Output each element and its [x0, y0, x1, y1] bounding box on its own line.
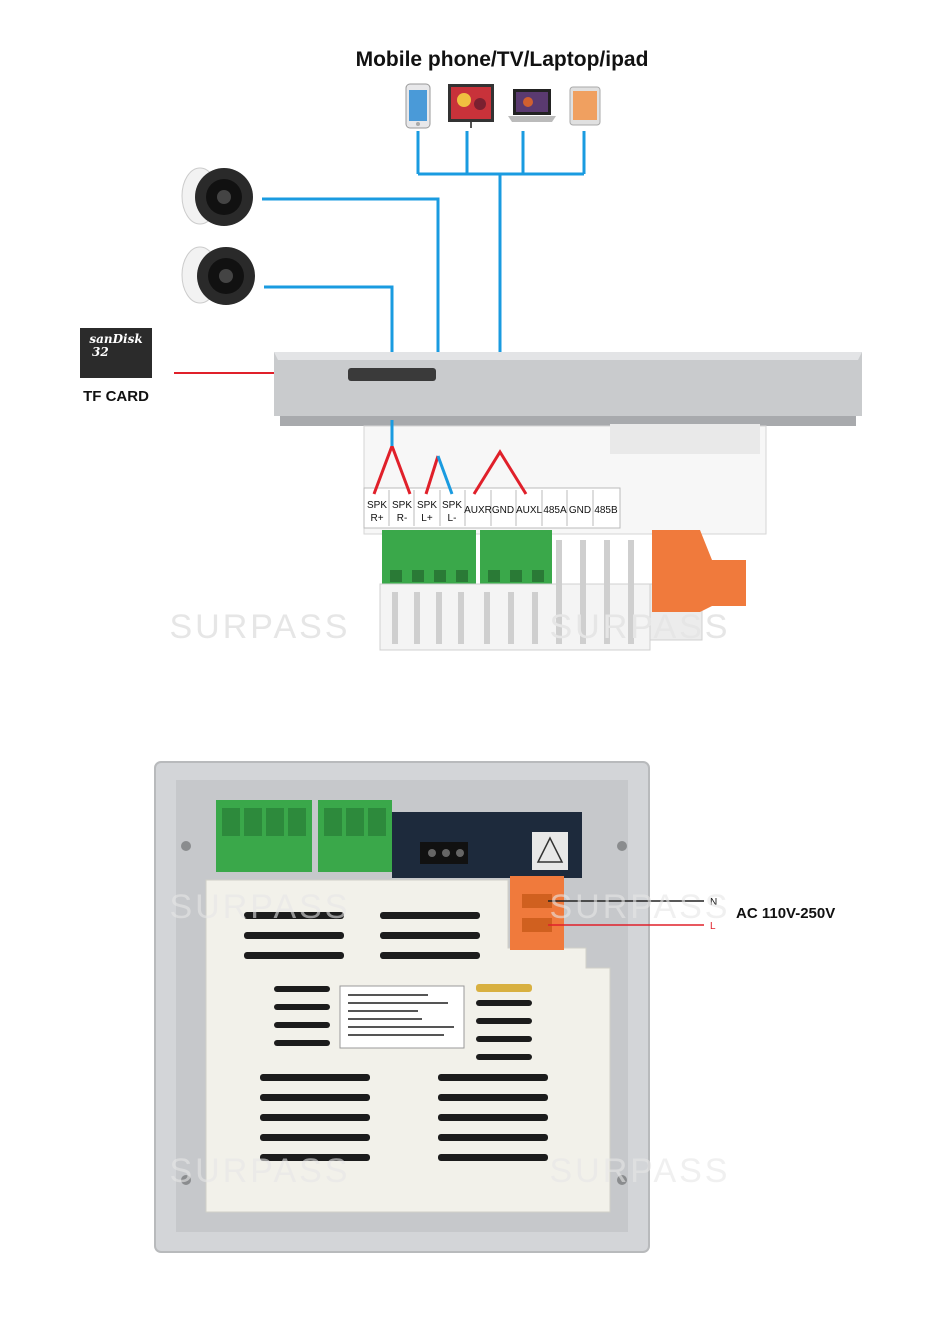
amplifier-back-view	[154, 761, 650, 1253]
watermark: SURPASS	[550, 608, 731, 646]
amplifier-side-view	[274, 352, 862, 651]
svg-text:GND: GND	[492, 505, 514, 516]
watermark: SURPASS	[170, 1152, 351, 1190]
speaker-icon	[181, 246, 255, 305]
svg-text:L+: L+	[421, 513, 433, 524]
speaker-icon	[181, 167, 253, 226]
watermark: SURPASS	[170, 888, 351, 926]
svg-text:SPK: SPK	[367, 500, 387, 511]
terminal-gnd-2: GND	[569, 490, 594, 526]
svg-text:R+: R+	[370, 513, 383, 524]
svg-text:SPK: SPK	[392, 500, 412, 511]
tablet-icon	[569, 86, 601, 126]
ac-voltage-label: AC 110V-250V	[736, 905, 835, 922]
terminal-spk-l-plus: SPK L+	[417, 490, 441, 526]
tf-card-icon: sanDisk 32	[80, 328, 152, 378]
phone-icon	[405, 83, 431, 129]
svg-text:485A: 485A	[543, 505, 567, 516]
svg-text:SPK: SPK	[442, 500, 462, 511]
tf-card-label: TF CARD	[83, 388, 149, 405]
svg-text:R-: R-	[397, 513, 408, 524]
watermark: SURPASS	[170, 608, 351, 646]
diagram-title: Mobile phone/TV/Laptop/ipad	[356, 48, 649, 71]
svg-text:SPK: SPK	[417, 500, 437, 511]
tv-icon	[448, 84, 494, 128]
watermark: SURPASS	[550, 888, 731, 926]
laptop-icon	[508, 89, 556, 122]
svg-text:L-: L-	[448, 513, 457, 524]
terminal-485b: 485B	[594, 505, 618, 516]
tf-card-brand: sanDisk	[89, 332, 142, 346]
terminal-connections	[372, 420, 528, 495]
terminal-auxr: AUXR	[464, 490, 492, 526]
live-label: L	[710, 921, 716, 932]
svg-text:GND: GND	[569, 505, 591, 516]
tf-card-capacity: 32	[92, 345, 109, 359]
svg-text:AUXL: AUXL	[516, 505, 543, 516]
neutral-label: N	[710, 897, 717, 908]
terminal-auxl: AUXL	[516, 490, 543, 526]
watermark: SURPASS	[550, 1152, 731, 1190]
terminal-labels: SPK R+ SPK R- SPK L+ SPK L- AUXR GND A	[367, 490, 618, 526]
terminal-spk-r-plus: SPK R+	[367, 490, 390, 526]
svg-text:485B: 485B	[594, 505, 618, 516]
svg-text:AUXR: AUXR	[464, 505, 492, 516]
terminal-spk-r-minus: SPK R-	[392, 490, 415, 526]
terminal-spk-l-minus: SPK L-	[442, 490, 466, 526]
terminal-485a: 485A	[543, 490, 568, 526]
terminal-gnd: GND	[492, 490, 517, 526]
